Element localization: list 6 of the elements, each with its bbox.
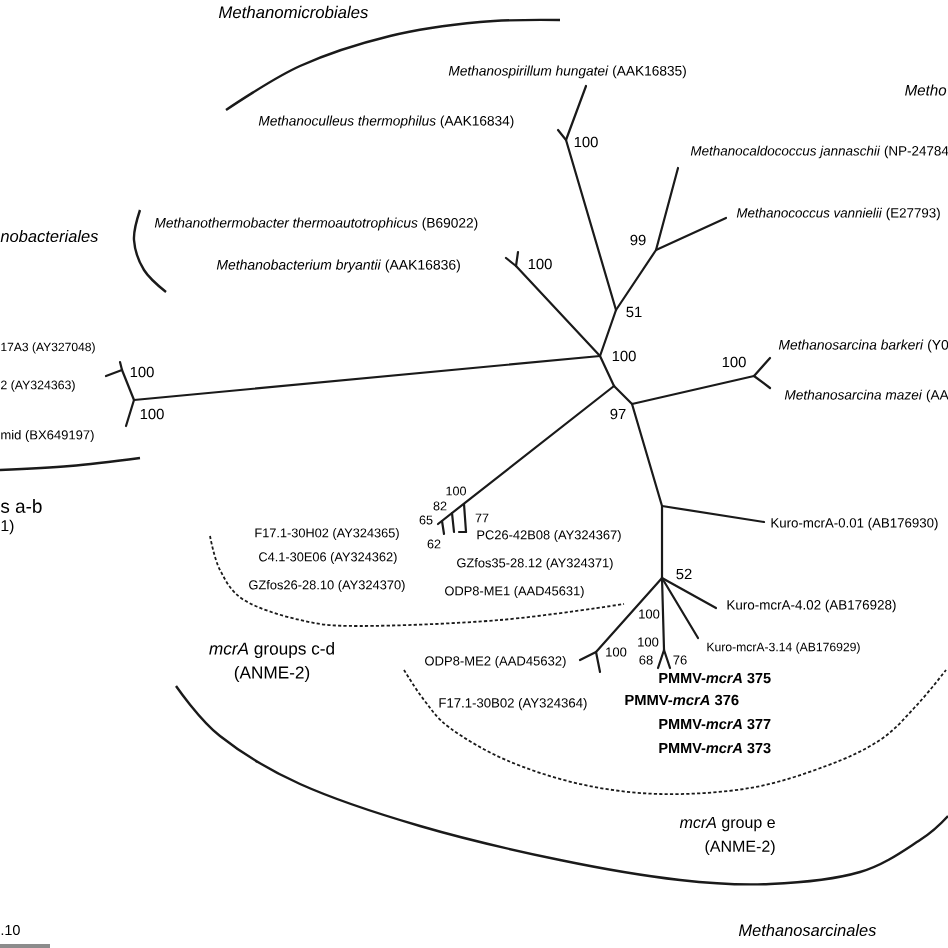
clade-label: Methanomicrobiales — [218, 5, 368, 19]
group-label: mcrA group e (ANME-2) — [679, 816, 775, 856]
clade-label: nobacteriales — [0, 229, 99, 243]
clone-label: s a-b — [0, 499, 42, 513]
clade-label: Methanosarcinales — [738, 924, 877, 937]
group-label: mcrA groups c-d (ANME-2) — [209, 642, 334, 682]
